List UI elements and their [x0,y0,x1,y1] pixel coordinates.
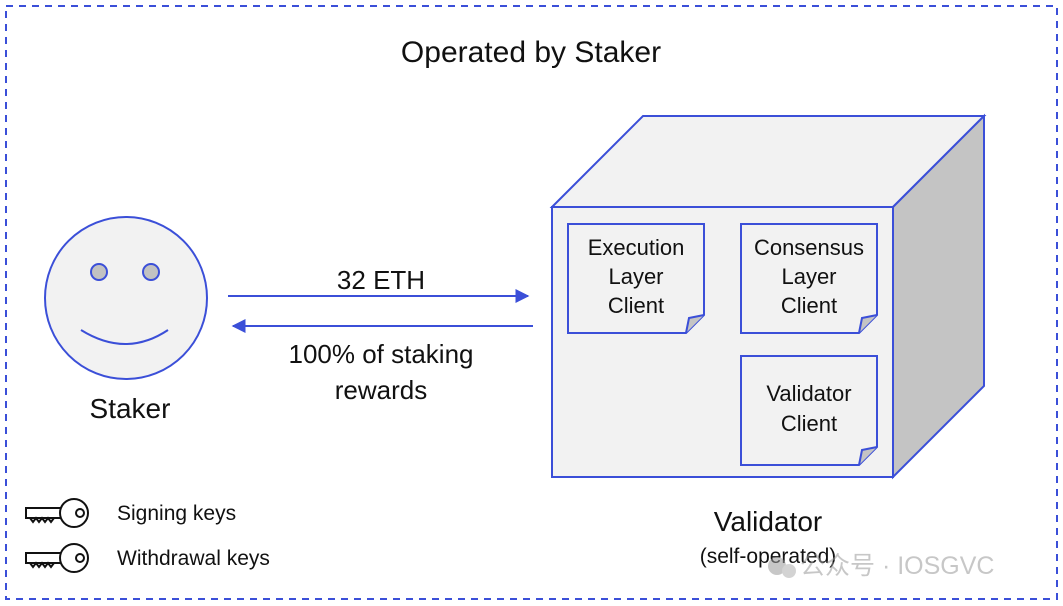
smile [80,329,169,345]
rewards-label-line2: rewards [335,375,427,405]
right-eye [142,263,160,281]
execution-client-note: Execution Layer Client [567,223,705,334]
execution-client-line1: Execution [588,235,685,260]
rewards-label-line1: 100% of staking [288,339,473,369]
withdrawal-keys-label: Withdrawal keys [117,547,270,570]
validator-client-note: Validator Client [740,355,878,466]
watermark: 公众号 · IOSGVC [768,552,994,580]
withdrawal-key-icon [25,543,89,573]
consensus-client-line1: Consensus [754,235,864,260]
wechat-icon [768,557,786,575]
watermark-text: 公众号 · IOSGVC [800,552,994,580]
signing-key-icon [25,498,89,528]
consensus-client-line3: Client [781,293,837,318]
dashed-frame [5,5,1058,600]
left-eye [90,263,108,281]
validator-client-line1: Validator [766,381,851,406]
signing-keys-label: Signing keys [117,502,236,525]
consensus-client-note: Consensus Layer Client [740,223,878,334]
validator-sublabel: (self-operated) [700,545,837,568]
validator-client-line2: Client [781,411,837,436]
diagram-title: Operated by Staker [401,36,661,69]
consensus-client-line2: Layer [781,264,836,289]
validator-label: Validator [714,506,822,537]
execution-client-line2: Layer [608,264,663,289]
staker-smiley-icon [44,216,208,380]
staker-label: Staker [90,393,171,424]
execution-client-line3: Client [608,293,664,318]
deposit-label: 32 ETH [337,265,425,295]
